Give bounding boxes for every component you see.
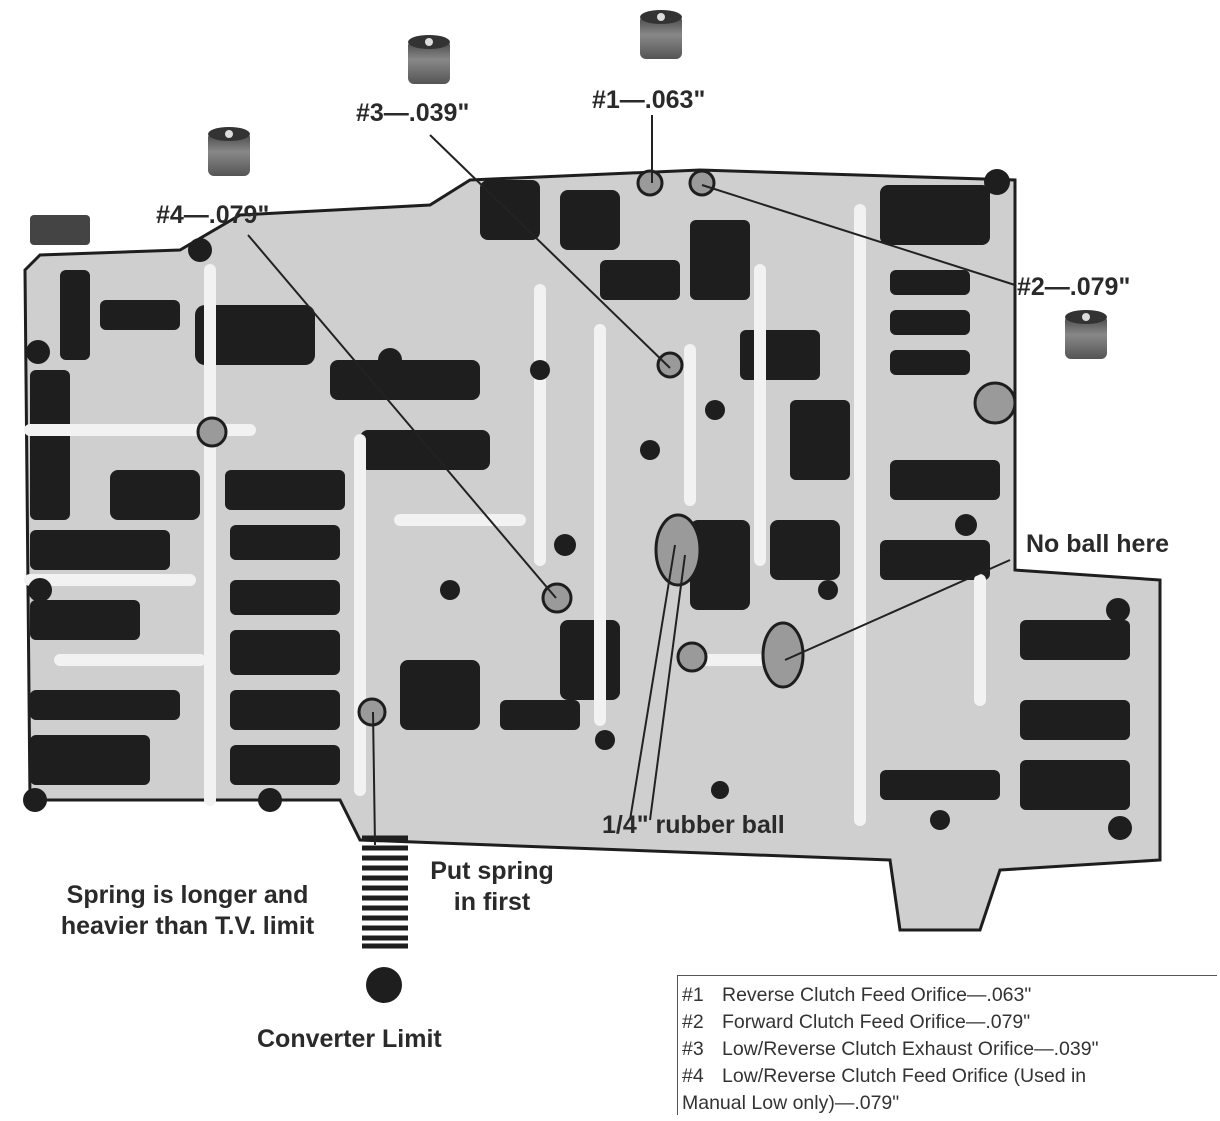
legend-number: #1: [682, 984, 704, 1006]
legend-row: #1 Reverse Clutch Feed Orifice—.063": [682, 982, 1217, 1009]
orifice-positions: [196, 169, 1017, 727]
legend-number: #3: [682, 1038, 704, 1060]
legend-text: Reverse Clutch Feed Orifice—.063": [722, 984, 1032, 1006]
orifice-3-label: #3—.039": [356, 99, 470, 127]
legend-row: #2 Forward Clutch Feed Orifice—.079": [682, 1009, 1217, 1036]
orifice-icon: [1065, 310, 1107, 359]
orifice-1-label: #1—.063": [592, 86, 706, 114]
orifice-2-label: #2—.079": [1017, 273, 1131, 301]
legend-row: #4 Low/Reverse Clutch Feed Orifice (Used …: [682, 1063, 1217, 1090]
legend-text: Forward Clutch Feed Orifice—.079": [722, 1011, 1031, 1033]
spring-icon: [362, 835, 408, 949]
orifice-icon: [408, 35, 450, 84]
valve-channels: [30, 180, 1130, 810]
leader-lines: [247, 115, 1016, 846]
legend-text: Low/Reverse Clutch Exhaust Orifice—.039": [722, 1038, 1099, 1060]
orifice-4-label: #4—.079": [156, 201, 270, 229]
orifice-legend: #1 Reverse Clutch Feed Orifice—.063" #2 Fo…: [677, 975, 1217, 1115]
legend-text: Manual Low only)—.079": [682, 1092, 900, 1114]
rubber-ball-label: 1/4" rubber ball: [602, 811, 785, 839]
converter-limit-label: Converter Limit: [257, 1025, 442, 1053]
check-ball-holes: [23, 169, 1132, 840]
converter-limit-ball-icon: [366, 967, 402, 1003]
put-spring-label: Put spring in first: [430, 857, 554, 916]
spring-longer-label: Spring is longer and heavier than T.V. l…: [60, 881, 315, 940]
orifice-icon: [640, 10, 682, 59]
legend-row: #3 Low/Reverse Clutch Exhaust Orifice—.03…: [682, 1036, 1217, 1063]
valve-light-passages: [24, 204, 986, 826]
legend-number: #2: [682, 1011, 704, 1033]
legend-number: #4: [682, 1065, 704, 1087]
no-ball-label: No ball here: [1026, 530, 1170, 558]
legend-text: Low/Reverse Clutch Feed Orifice (Used in: [722, 1065, 1087, 1087]
legend-row: Manual Low only)—.079": [682, 1090, 1217, 1117]
orifice-icon: [208, 127, 250, 176]
